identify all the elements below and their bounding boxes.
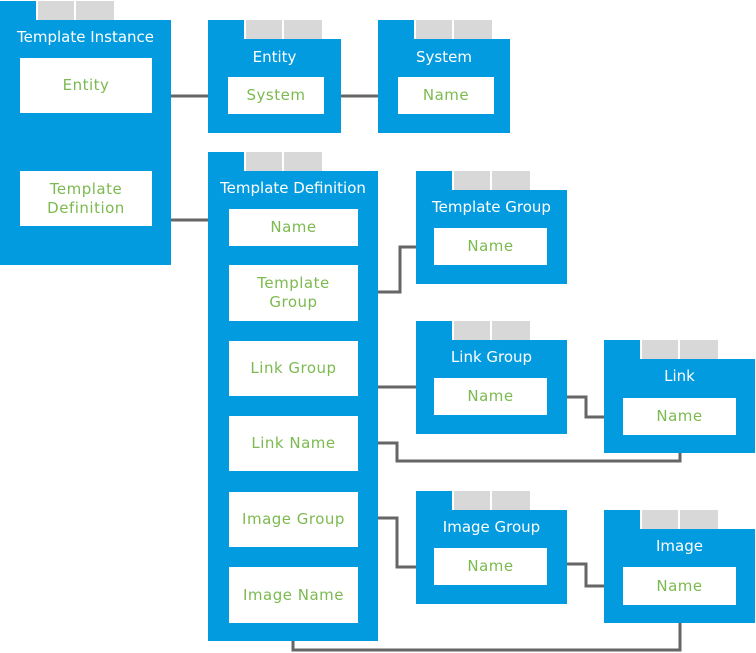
field-label: Image Group: [242, 510, 345, 528]
link-title: Link: [664, 367, 695, 385]
image-group-card: Image Group Name: [416, 510, 567, 604]
field-name: Name: [398, 77, 494, 114]
tab: [454, 491, 492, 510]
tab: [680, 340, 718, 359]
field-label-line-2: Group: [269, 293, 318, 311]
tab: [208, 20, 246, 39]
field-name: Name: [623, 567, 736, 605]
tab: [454, 321, 492, 340]
tab: [604, 510, 642, 529]
template-group-card: Template Group Name: [416, 190, 567, 284]
tab: [454, 20, 492, 39]
field-label: Entity: [62, 76, 110, 94]
entity-title: Entity: [252, 48, 297, 66]
tab: [38, 1, 76, 20]
field-link-name: Link Name: [229, 416, 358, 471]
tab: [642, 340, 680, 359]
field-image-name: Image Name: [229, 567, 358, 623]
tab: [604, 340, 642, 359]
field-label-line-2: Definition: [47, 198, 125, 217]
image-group-title: Image Group: [442, 518, 541, 536]
tab: [492, 171, 530, 190]
tab: [454, 171, 492, 190]
field-template-definition: Template Definition: [20, 171, 152, 226]
field-label: Name: [467, 387, 514, 405]
system-tabs: [378, 20, 492, 39]
entity-tabs: [208, 20, 322, 39]
field-label: Name: [656, 407, 703, 425]
tab: [492, 491, 530, 510]
tab: [642, 510, 680, 529]
tab: [680, 510, 718, 529]
tab: [492, 321, 530, 340]
tab: [246, 20, 284, 39]
field-system: System: [228, 77, 324, 114]
tab: [416, 171, 454, 190]
entity-card: Entity System: [208, 39, 341, 133]
field-image-group: Image Group: [229, 492, 358, 547]
tab: [416, 20, 454, 39]
field-label: Name: [270, 218, 317, 236]
template-instance-card: Template Instance Entity Template Defini…: [0, 20, 171, 265]
template-group-tabs: [416, 171, 530, 190]
field-name: Name: [434, 548, 547, 585]
template-instance-tabs: [0, 1, 114, 20]
template-definition-card: Template Definition Name Template Group …: [208, 171, 378, 641]
field-template-group: Template Group: [229, 265, 358, 321]
field-label: Image Name: [243, 585, 344, 604]
tab: [416, 491, 454, 510]
field-name: Name: [623, 398, 736, 435]
system-card: System Name: [378, 39, 510, 133]
image-card: Image Name: [604, 529, 755, 623]
system-title: System: [416, 48, 472, 66]
template-definition-title: Template Definition: [220, 179, 366, 197]
field-label: System: [246, 86, 306, 104]
tab: [0, 1, 38, 20]
template-definition-tabs: [208, 152, 322, 171]
tab: [416, 321, 454, 340]
tab: [208, 152, 246, 171]
template-group-title: Template Group: [432, 198, 551, 216]
link-group-title: Link Group: [450, 348, 533, 366]
field-link-group: Link Group: [229, 341, 358, 396]
template-instance-title: Template Instance: [16, 28, 154, 46]
field-label: Name: [422, 86, 470, 104]
field-label: Name: [467, 237, 514, 255]
field-label: Name: [467, 557, 514, 575]
tab: [284, 20, 322, 39]
image-tabs: [604, 510, 718, 529]
tab: [246, 152, 284, 171]
link-card: Link Name: [604, 359, 755, 453]
link-tabs: [604, 340, 718, 359]
tab: [76, 1, 114, 20]
image-group-tabs: [416, 491, 530, 510]
field-name: Name: [434, 378, 547, 415]
link-group-tabs: [416, 321, 530, 340]
tab: [378, 20, 416, 39]
field-label-line-1: Template: [49, 179, 123, 198]
field-label-line-1: Template: [257, 274, 330, 292]
image-title: Image: [656, 537, 703, 555]
link-group-card: Link Group Name: [416, 340, 567, 434]
field-entity: Entity: [20, 58, 152, 113]
field-label: Link Group: [250, 359, 337, 377]
field-name: Name: [434, 228, 547, 265]
field-name: Name: [229, 209, 358, 246]
field-label: Link Name: [251, 434, 336, 452]
field-label: Name: [656, 576, 703, 595]
tab: [284, 152, 322, 171]
